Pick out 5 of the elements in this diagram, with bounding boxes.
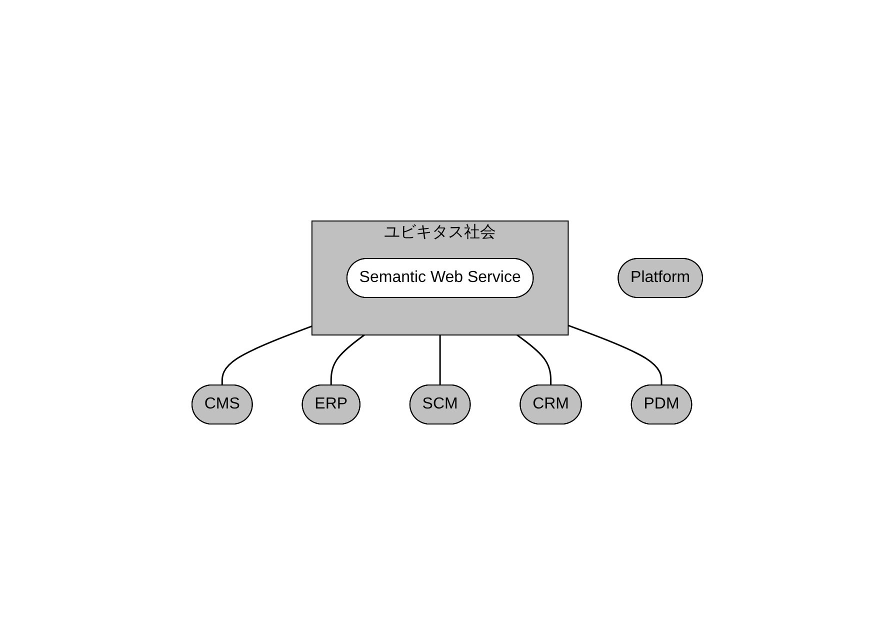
connector [516,334,552,384]
connector [330,334,366,384]
connector [568,324,662,384]
connector [222,325,312,384]
connector [440,334,442,384]
